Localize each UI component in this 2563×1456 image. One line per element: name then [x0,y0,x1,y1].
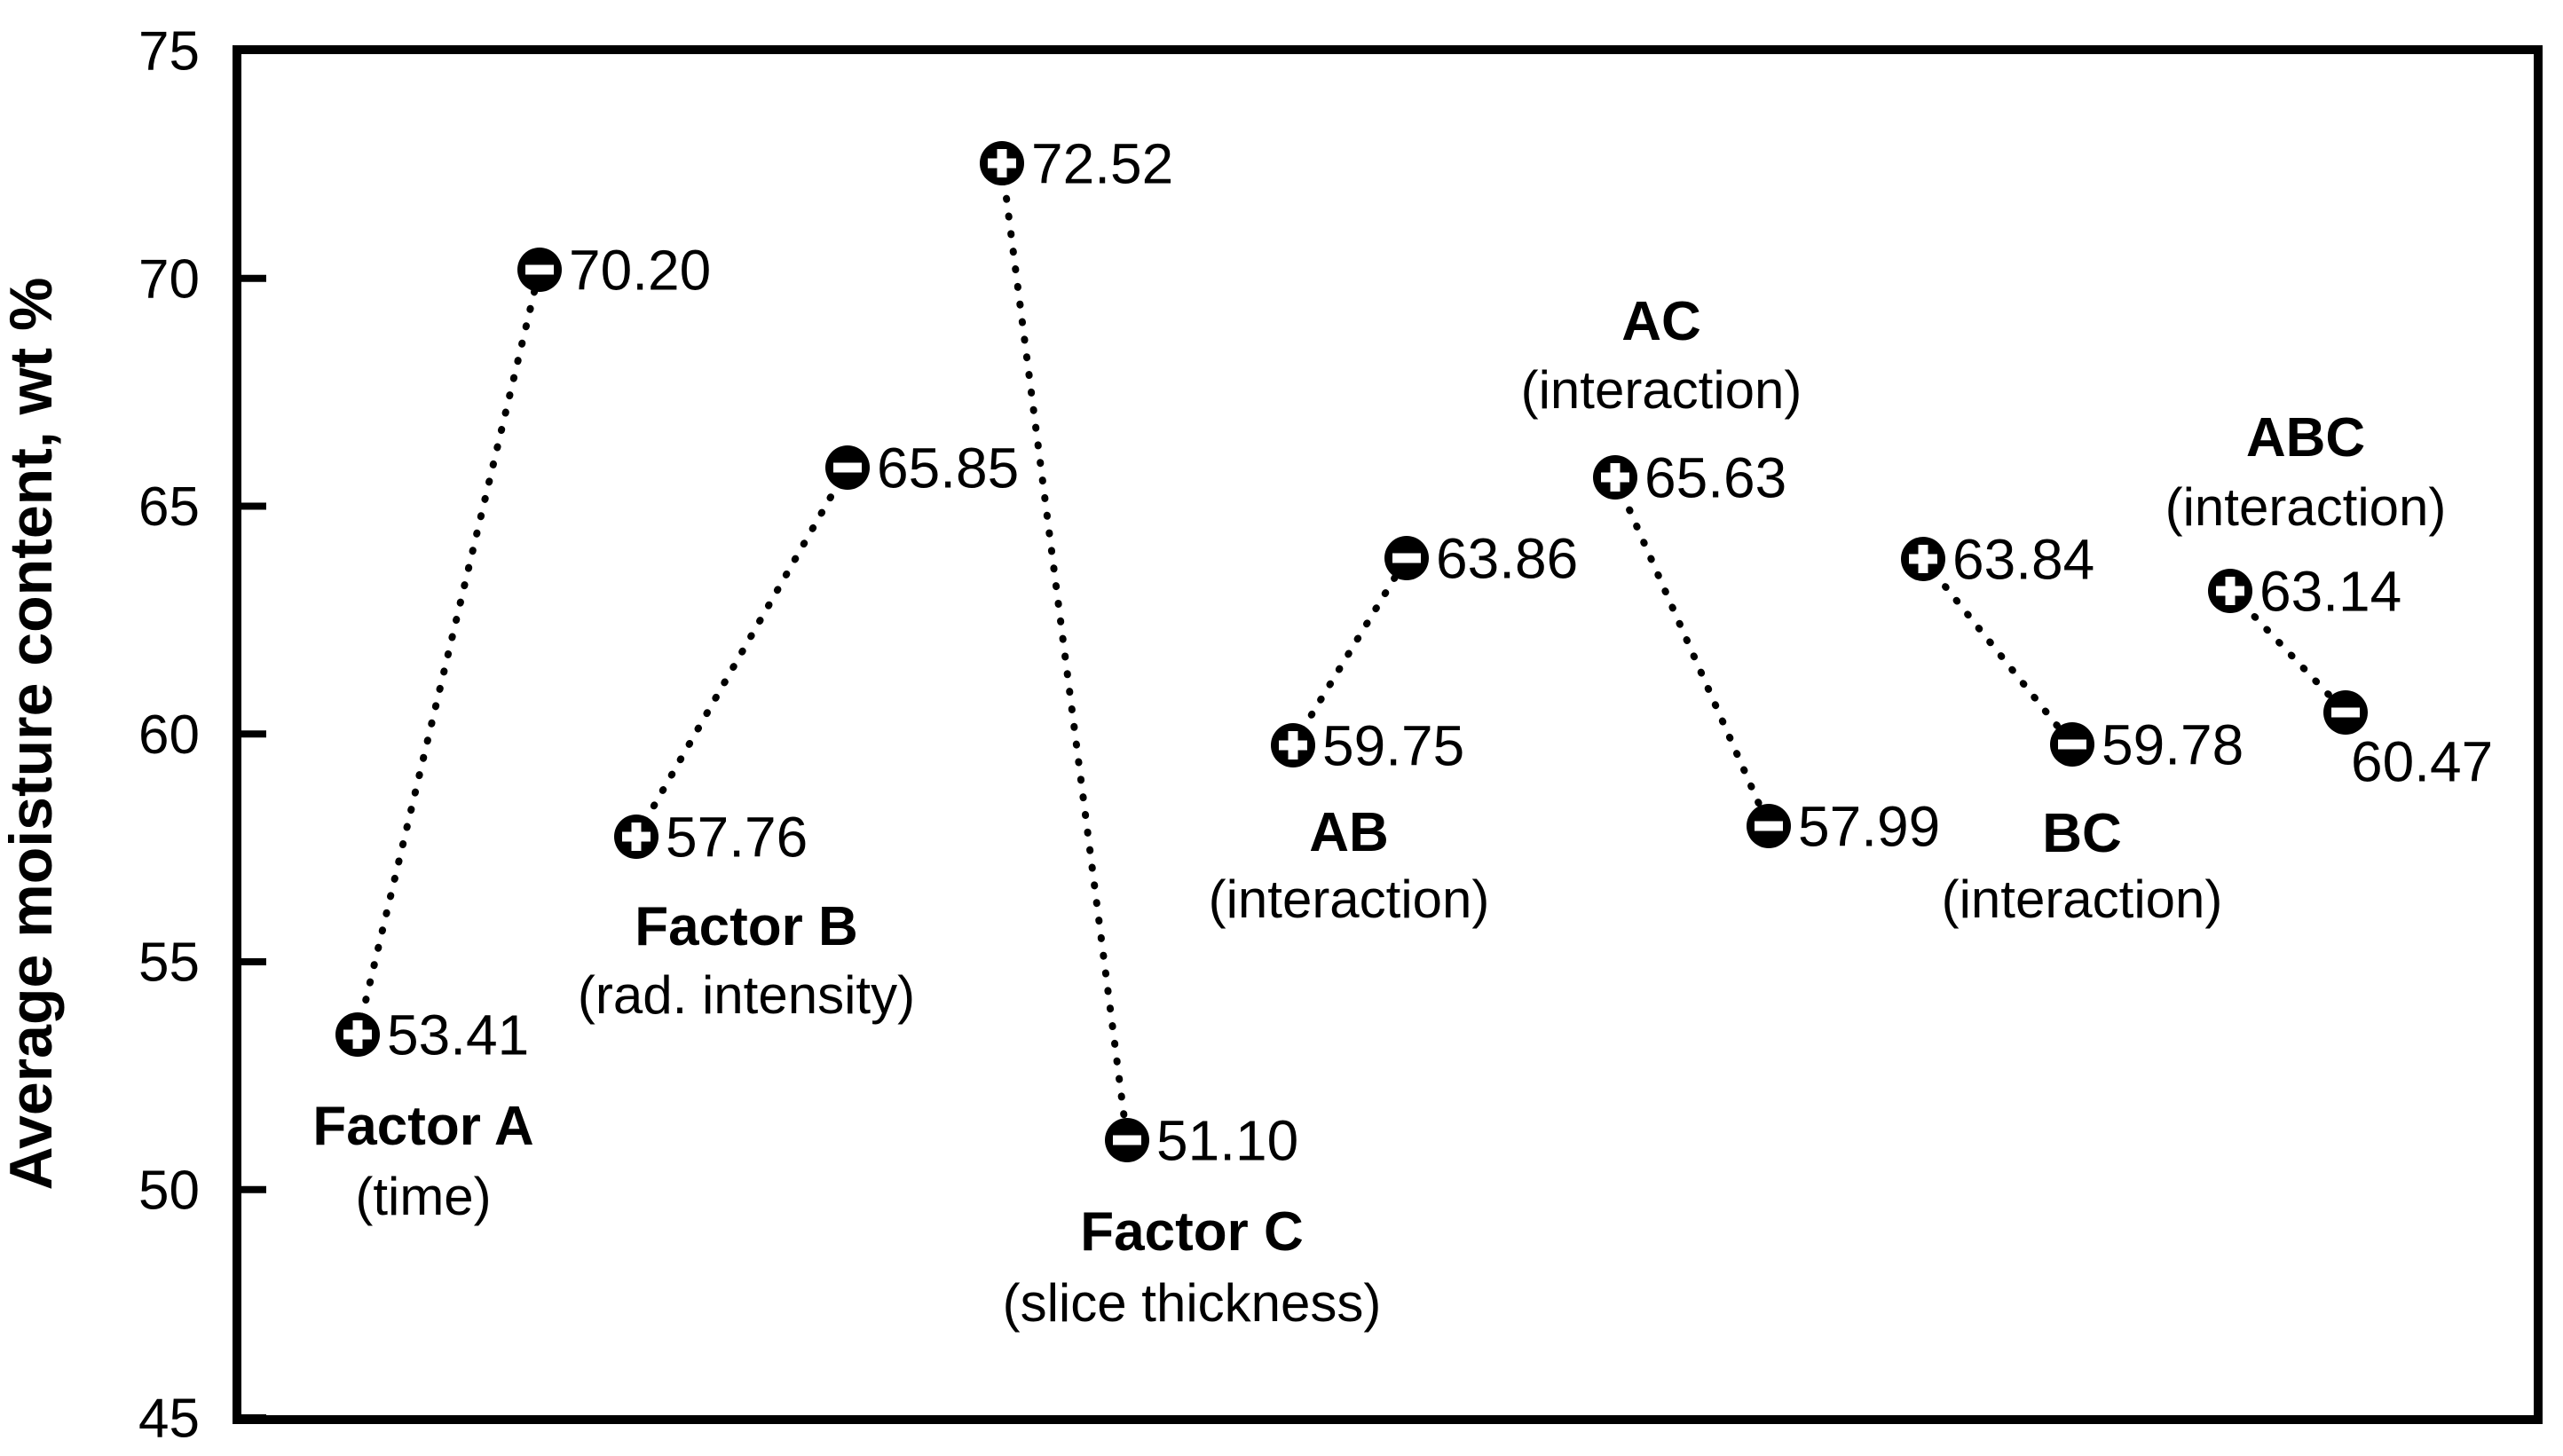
marker-minus-icon [1105,1118,1149,1162]
value-label: 57.76 [666,805,808,869]
y-tick-label: 60 [138,704,200,766]
factor-descriptor: (rad. intensity) [578,965,915,1025]
marker-minus-icon [825,445,870,490]
connector-line-abc [2227,587,2349,716]
connector-line-factor-b [633,464,851,840]
value-label: 59.75 [1322,713,1464,777]
marker-minus-icon [1747,804,1791,848]
marker-plus-icon [335,1012,380,1057]
marker-minus-icon [2050,722,2094,767]
factor-label: Factor A [312,1096,533,1157]
factor-label: BC [2042,803,2122,864]
factor-label: ABC [2246,407,2365,468]
marker-minus-icon [1384,536,1429,580]
marker-plus-icon [980,141,1024,185]
connector-line-factor-c [998,160,1131,1144]
marker-plus-icon [1593,455,1637,500]
factor-label: Factor B [635,896,857,957]
factor-descriptor: (slice thickness) [1003,1273,1382,1333]
value-label: 70.20 [569,238,711,302]
value-label: 60.47 [2351,729,2493,793]
marker-plus-icon [614,815,658,859]
factor-label: AB [1309,802,1389,863]
marker-plus-icon [2208,569,2252,613]
y-axis-title: Average moisture content, wt % [0,277,65,1190]
value-label: 72.52 [1031,131,1173,195]
factor-label: AC [1621,291,1701,352]
marker-plus-icon [1901,537,1945,581]
y-tick-label: 75 [138,21,200,83]
y-tick-label: 55 [138,933,200,994]
value-label: 65.85 [877,436,1019,500]
connector-line-ac [1612,474,1772,830]
y-tick-label: 45 [138,1389,200,1450]
value-label: 59.78 [2102,712,2244,776]
value-label: 63.14 [2259,559,2401,623]
y-tick-label: 65 [138,476,200,538]
value-label: 65.63 [1644,445,1786,509]
connector-line-ab [1289,555,1410,749]
marker-minus-icon [517,248,562,292]
factor-descriptor: (interaction) [1942,870,2223,929]
value-labels: 53.41 70.20 57.76 65.85 72.52 51.10 59.7… [387,131,2493,1172]
value-label: 63.86 [1436,526,1578,590]
value-label: 63.84 [1952,527,2094,591]
factor-labels: Factor A (time) Factor B (rad. intensity… [312,291,2446,1333]
y-axis-tick-labels: 75 70 65 60 55 50 45 [138,21,200,1450]
y-axis-ticks [237,47,266,1421]
value-label: 51.10 [1156,1108,1298,1172]
connector-line-bc [1920,555,2076,748]
factor-descriptor: (interaction) [2165,477,2447,537]
data-markers [335,141,2368,1162]
connector-lines [354,160,2349,1144]
marker-plus-icon [1271,723,1315,767]
factor-descriptor: (interaction) [1209,870,1490,929]
marker-minus-icon [2323,690,2368,735]
y-tick-label: 50 [138,1161,200,1222]
factor-label: Factor C [1080,1201,1303,1263]
y-tick-label: 70 [138,248,200,310]
value-label: 57.99 [1798,794,1940,858]
value-label: 53.41 [387,1003,529,1066]
connector-line-factor-a [354,266,543,1038]
factor-descriptor: (time) [355,1167,491,1226]
factor-descriptor: (interaction) [1521,360,1802,420]
